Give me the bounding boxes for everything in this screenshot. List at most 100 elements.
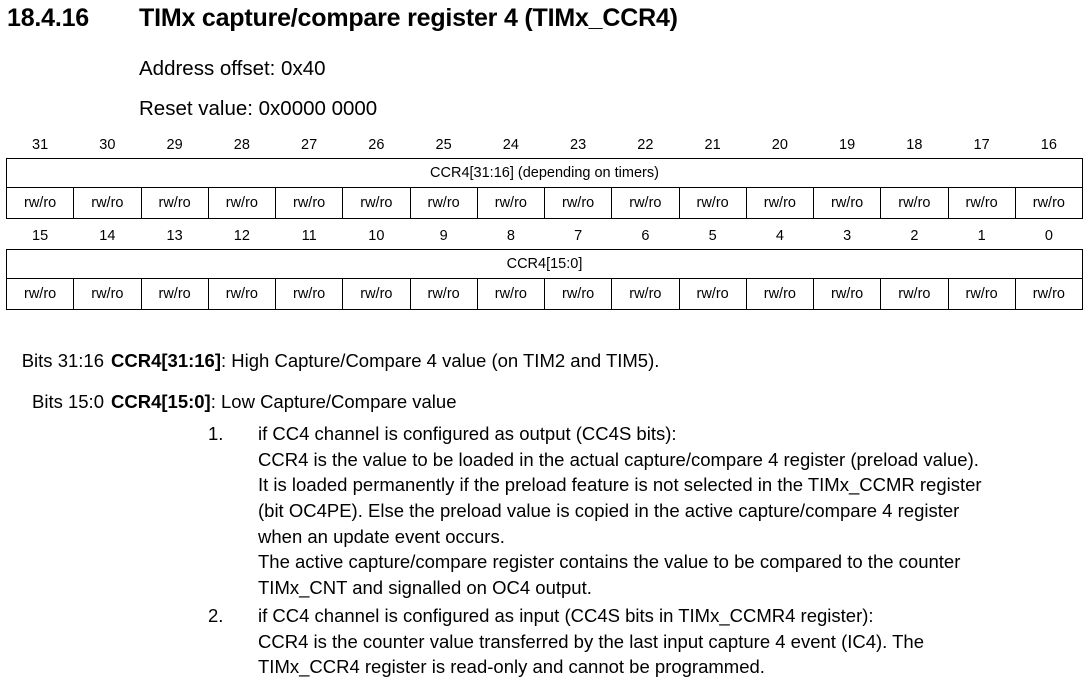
bit-number: 25 (435, 137, 452, 153)
bit-number: 0 (1044, 228, 1053, 244)
field-row-low: CCR4[15:0] (6, 249, 1083, 279)
bits-range: Bits 15:0 (32, 391, 104, 412)
description-low-bits: Bits 15:0 CCR4[15:0]: Low Capture/Compare… (0, 391, 457, 413)
bit-number: 11 (301, 228, 317, 244)
access-type: rw/ro (274, 278, 344, 310)
access-type: rw/ro (140, 187, 209, 219)
field-description: : Low Capture/Compare value (210, 391, 457, 412)
list-item-line: if CC4 channel is configured as output (… (258, 423, 677, 444)
list-item-line: The active capture/compare register cont… (258, 551, 961, 573)
list-item-line: TIMx_CCR4 register is read-only and cann… (258, 656, 765, 678)
bit-number: 20 (771, 137, 788, 153)
list-item-line: if CC4 channel is configured as input (C… (258, 605, 874, 626)
bit-number: 3 (843, 228, 852, 244)
access-type: rw/ro (5, 278, 75, 310)
description-high-bits: Bits 31:16 CCR4[31:16]: High Capture/Comp… (0, 350, 660, 372)
bit-number: 24 (502, 137, 519, 153)
bit-number: 14 (99, 228, 116, 244)
access-type: rw/ro (947, 187, 1016, 219)
register-table-high: 31 30 29 28 27 26 25 24 23 22 21 20 19 18 17 16 CCR4[31… (5, 132, 1084, 219)
access-type: rw/ro (409, 278, 478, 310)
access-type: rw/ro (611, 187, 680, 219)
access-type: rw/ro (678, 278, 747, 310)
access-type: rw/ro (678, 187, 747, 219)
access-type: rw/ro (5, 187, 75, 219)
access-type: rw/ro (812, 278, 882, 310)
access-type: rw/ro (880, 187, 949, 219)
field-name: CCR4[31:16] (111, 350, 222, 371)
access-type: rw/ro (476, 278, 546, 310)
access-type: rw/ro (745, 187, 815, 219)
bit-number: 4 (775, 228, 784, 244)
access-type: rw/ro (812, 187, 882, 219)
access-type: rw/ro (73, 278, 142, 310)
list-item-line: It is loaded permanently if the preload … (258, 474, 982, 496)
bit-number: 23 (570, 137, 587, 153)
access-type: rw/ro (274, 187, 344, 219)
bit-number: 22 (637, 137, 654, 153)
bit-number: 18 (906, 137, 923, 153)
address-offset: Address offset: 0x40 (139, 57, 326, 80)
field-ccr4-low: CCR4[15:0] (6, 249, 1083, 279)
access-type: rw/ro (543, 278, 613, 310)
access-type: rw/ro (207, 187, 277, 219)
bit-number: 10 (368, 228, 385, 244)
bit-number: 30 (99, 137, 116, 153)
bit-number: 13 (166, 228, 183, 244)
bit-number: 28 (233, 137, 250, 153)
access-type: rw/ro (1014, 278, 1084, 310)
section-number: 18.4.16 (7, 4, 90, 32)
bit-number: 1 (977, 228, 986, 244)
reset-value: Reset value: 0x0000 0000 (139, 97, 378, 120)
bit-number: 16 (1040, 137, 1057, 153)
access-type: rw/ro (543, 187, 613, 219)
access-type: rw/ro (476, 187, 546, 219)
access-type: rw/ro (611, 278, 680, 310)
field-row-high: CCR4[31:16] (depending on timers) (6, 158, 1083, 188)
list-item-line: CCR4 is the counter value transferred by… (258, 630, 924, 652)
list-item-text: if CC4 channel is configured as output (… (258, 421, 982, 601)
bit-number: 6 (641, 228, 650, 244)
bit-number: 21 (704, 137, 721, 153)
section-heading: 18.4.16 TIMx capture/compare register 4 (… (7, 4, 678, 33)
bit-number: 29 (166, 137, 183, 153)
bit-number: 8 (506, 228, 515, 244)
bit-number: 12 (233, 228, 250, 244)
list-item-text: if CC4 channel is configured as input (C… (258, 603, 924, 680)
access-type: rw/ro (880, 278, 949, 310)
field-ccr4-high: CCR4[31:16] (depending on timers) (6, 158, 1083, 188)
bit-number: 26 (368, 137, 385, 153)
list-item-number: 1. (208, 423, 224, 444)
bit-number: 27 (301, 137, 318, 153)
access-type: rw/ro (342, 187, 411, 219)
list-item-line: TIMx_CNT and signalled on OC4 output. (258, 577, 592, 599)
bit-number: 15 (32, 228, 49, 244)
list-item-line: when an update event occurs. (258, 525, 505, 547)
bit-number-row-high: 31 30 29 28 27 26 25 24 23 22 21 20 19 18 17 16 (7, 132, 1083, 159)
bits-range: Bits 31:16 (21, 350, 104, 371)
field-description: : High Capture/Compare 4 value (on TIM2 … (221, 350, 660, 371)
list-item-line: (bit OC4PE). Else the preload value is c… (258, 500, 960, 522)
bit-number: 5 (708, 228, 717, 244)
access-type: rw/ro (207, 278, 277, 310)
list-item-number: 2. (208, 605, 224, 626)
bit-number: 7 (574, 228, 583, 244)
bit-number: 31 (32, 137, 49, 153)
access-type: rw/ro (947, 278, 1016, 310)
access-type: rw/ro (745, 278, 815, 310)
access-type: rw/ro (73, 187, 142, 219)
bit-number: 19 (839, 137, 856, 153)
list-item-line: CCR4 is the value to be loaded in the ac… (258, 448, 979, 470)
access-type: rw/ro (1014, 187, 1084, 219)
bit-number: 9 (439, 228, 448, 244)
access-type: rw/ro (342, 278, 411, 310)
section-title: TIMx capture/compare register 4 (TIMx_CC… (139, 4, 678, 32)
field-name: CCR4[15:0] (111, 391, 211, 412)
bit-number: 17 (973, 137, 990, 153)
access-type: rw/ro (409, 187, 478, 219)
access-type: rw/ro (140, 278, 209, 310)
